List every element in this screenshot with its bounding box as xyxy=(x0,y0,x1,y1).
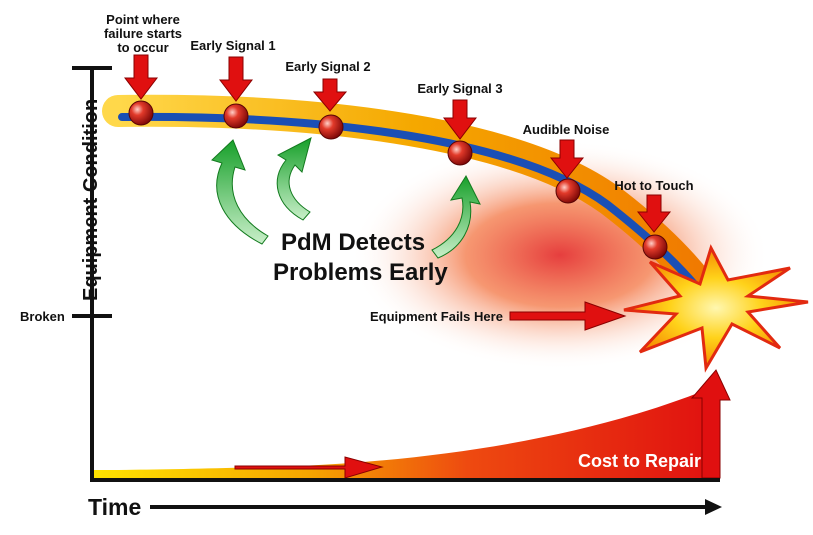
green-arrow-1 xyxy=(211,139,269,245)
signal-label-line: Hot to Touch xyxy=(614,178,693,193)
signal-label-line: to occur xyxy=(117,40,168,55)
x-axis-label: Time xyxy=(88,494,141,520)
signal-label-line: Early Signal 3 xyxy=(417,81,502,96)
signal-arrow xyxy=(312,78,348,112)
signal-label-line: Early Signal 2 xyxy=(285,59,370,74)
signal-label-line: failure starts xyxy=(104,26,182,41)
failure-label: Equipment Fails Here xyxy=(370,309,503,324)
signal-points: Point where failure starts to occur Earl… xyxy=(104,12,694,260)
cost-label: Cost to Repair xyxy=(578,451,701,471)
time-progress-arrow xyxy=(234,456,384,479)
signal-point-hot-to-touch: Hot to Touch xyxy=(614,178,694,260)
signal-point-early-1: Early Signal 1 xyxy=(190,38,276,129)
cost-rise-arrow xyxy=(690,369,731,479)
signal-ball xyxy=(128,100,154,126)
signal-label-line: Point where xyxy=(106,12,180,27)
signal-arrow xyxy=(549,139,585,179)
signal-point-early-2: Early Signal 2 xyxy=(285,59,371,140)
pdm-detects-line2: Problems Early xyxy=(273,259,448,286)
pdm-detects-line1: PdM Detects xyxy=(281,229,425,256)
signal-point-audible-noise: Audible Noise xyxy=(523,122,610,204)
condition-curve-band xyxy=(102,94,726,316)
green-arrow-2 xyxy=(276,137,312,221)
signal-ball xyxy=(642,234,668,260)
signal-ball xyxy=(223,103,249,129)
time-axis-arrow xyxy=(150,499,722,515)
signal-arrow xyxy=(636,194,672,233)
signal-ball xyxy=(318,114,344,140)
y-axis-label: Equipment Condition xyxy=(80,99,102,301)
signal-point-failure-start: Point where failure starts to occur xyxy=(104,12,182,126)
signal-label-line: Early Signal 1 xyxy=(190,38,275,53)
signal-point-early-3: Early Signal 3 xyxy=(417,81,503,166)
green-arrows xyxy=(211,137,481,259)
broken-label: Broken xyxy=(20,309,65,324)
signal-ball xyxy=(555,178,581,204)
signal-arrow xyxy=(123,54,159,100)
signal-arrow xyxy=(218,56,254,102)
failure-explosion xyxy=(623,244,809,373)
green-arrow-3 xyxy=(431,174,481,259)
signal-arrow xyxy=(442,99,478,140)
signal-ball xyxy=(447,140,473,166)
signal-label-line: Audible Noise xyxy=(523,122,610,137)
cost-to-repair-area xyxy=(92,385,718,478)
failure-pointer-arrow xyxy=(509,301,627,331)
